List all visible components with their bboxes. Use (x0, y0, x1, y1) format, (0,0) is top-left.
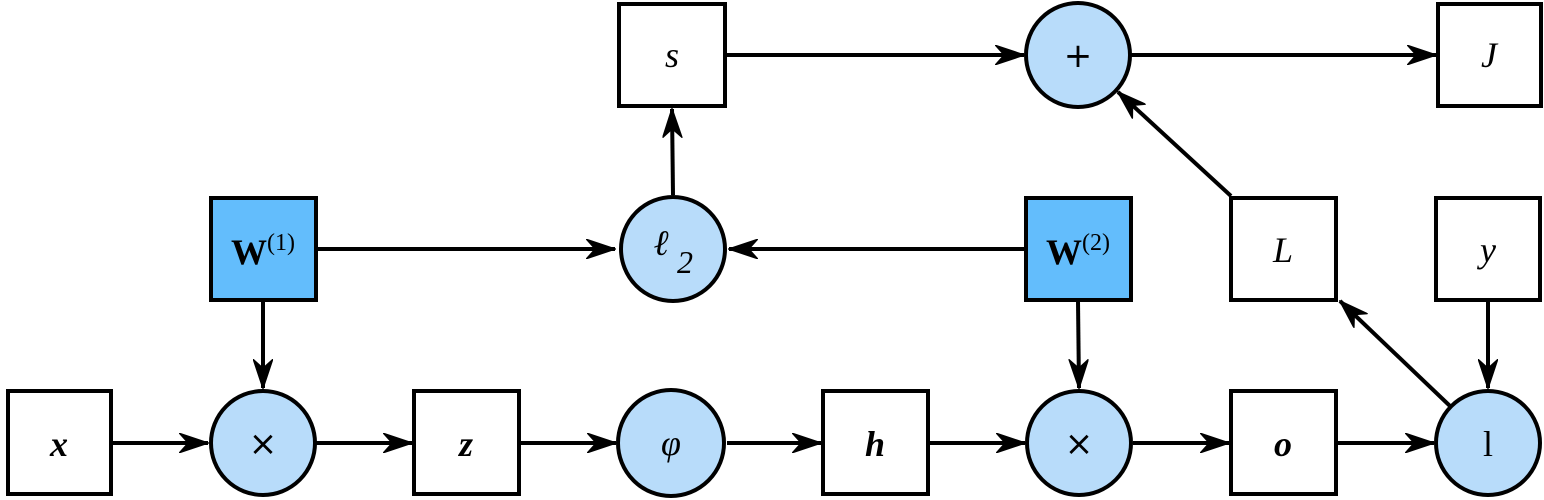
node-x: x (6, 389, 113, 496)
node-W2: W(2) (1024, 196, 1133, 302)
node-phi-label: φ (661, 423, 681, 463)
plus-icon: + (1064, 36, 1093, 76)
node-z: z (412, 389, 521, 496)
node-y-label: y (1477, 230, 1496, 270)
node-y: y (1434, 196, 1542, 302)
node-l2: ℓ 2 (619, 195, 727, 303)
node-J: J (1436, 2, 1543, 108)
node-W2-main: W (1046, 232, 1082, 272)
node-plus: + (1024, 1, 1132, 109)
node-h: h (821, 389, 930, 496)
node-s: s (617, 2, 727, 108)
edges (111, 55, 1488, 443)
node-phi: φ (616, 388, 726, 498)
node-W1: W(1) (209, 196, 318, 302)
node-mult2: × (1025, 389, 1133, 497)
node-W1-main: W (231, 232, 267, 272)
node-z-label: z (457, 424, 473, 464)
node-L-label: L (1272, 230, 1293, 270)
node-l2-sub: 2 (677, 244, 693, 280)
node-s-label: s (665, 35, 679, 75)
node-o: o (1229, 389, 1338, 496)
multiply-icon: × (1065, 424, 1094, 464)
node-o-label: o (1274, 424, 1292, 464)
node-x-label: x (49, 424, 68, 464)
node-W1-sup: (1) (267, 230, 295, 256)
edge-l2-to-s (672, 109, 673, 196)
node-J-label: J (1481, 35, 1499, 75)
edge-W2-to-mult2 (1078, 300, 1079, 388)
multiply-icon: × (249, 424, 278, 464)
node-loss-op: l (1434, 389, 1542, 497)
svg-text:W(1): W(1) (231, 230, 295, 272)
node-W2-sup: (2) (1082, 230, 1110, 256)
svg-text:W(2): W(2) (1046, 230, 1110, 272)
edge-L-to-plus (1118, 92, 1233, 198)
node-h-label: h (865, 424, 885, 464)
edge-loss-to-L (1340, 301, 1452, 408)
node-L: L (1229, 196, 1338, 302)
node-l2-main: ℓ (654, 223, 669, 263)
node-loss-op-label: l (1483, 424, 1493, 464)
node-mult1: × (209, 389, 317, 497)
